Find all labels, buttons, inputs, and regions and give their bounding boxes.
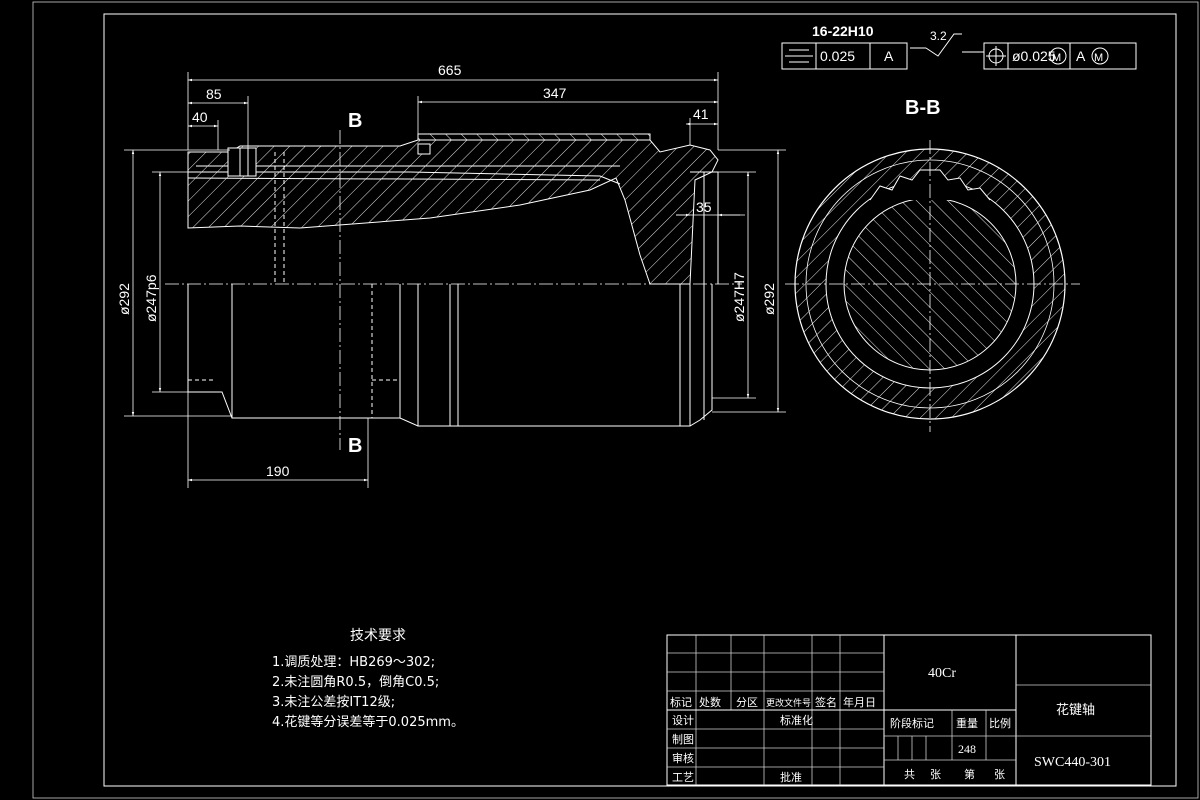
position-modifier: M [1052, 52, 1061, 64]
tb-header-count: 处数 [699, 696, 721, 709]
tb-row-review: 审核 [672, 751, 694, 765]
tb-approval: 批准 [780, 770, 802, 784]
symmetry-datum: A [884, 48, 894, 64]
main-view [165, 130, 742, 450]
dim-length-190: 190 [266, 463, 290, 479]
roughness-value: 3.2 [930, 29, 947, 43]
tb-header-mark: 标记 [670, 695, 692, 709]
tb-sheet-label2: 张 [994, 768, 1005, 781]
tb-sheet-total: 共 [904, 768, 915, 781]
tb-header-change-doc: 更改文件号 [766, 697, 811, 709]
symmetry-value: 0.025 [820, 48, 855, 64]
tb-row-design: 设计 [672, 714, 694, 727]
tb-weight-value: 248 [958, 742, 976, 756]
dimensions: 665 85 40 347 41 35 190 ø292 [116, 62, 786, 488]
tech-req-item-3: 3.未注公差按IT12级; [272, 695, 395, 710]
position-icon [986, 46, 1006, 66]
dim-length-40: 40 [192, 109, 208, 125]
tb-stage-mark: 阶段标记 [890, 716, 934, 730]
tolerance-annotations: 16-22H10 0.025 A 3.2 ø0.025 M A [781, 23, 1137, 70]
tech-req-title: 技术要求 [350, 628, 406, 644]
svg-text:M: M [1094, 52, 1103, 64]
tb-header-signature: 签名 [815, 695, 837, 709]
spline-spec: 16-22H10 [812, 23, 874, 39]
section-view-title: B-B [905, 97, 941, 119]
roughness-icon [910, 33, 984, 57]
tb-scale-label: 比例 [989, 716, 1011, 730]
tb-header-date: 年月日 [843, 695, 876, 709]
tb-standardization: 标准化 [780, 713, 813, 727]
tech-req-item-4: 4.花键等分误差等于0.025mm。 [272, 714, 464, 730]
section-hatch-upper [187, 139, 719, 285]
tb-row-process: 工艺 [672, 771, 694, 784]
section-mark-bottom: B [348, 435, 362, 457]
lower-outline [187, 284, 713, 427]
title-block: 标记 处数 分区 更改文件号 签名 年月日 设计 制图 审核 工艺 标准化 批准… [666, 634, 1152, 786]
tb-part-name: 花键轴 [1056, 702, 1095, 718]
tech-req-item-2: 2.未注圆角R0.5，倒角C0.5; [272, 675, 439, 690]
dim-dia-outer-left: ø292 [116, 283, 132, 315]
tb-material: 40Cr [928, 666, 956, 681]
tb-weight-label: 重量 [956, 716, 978, 730]
section-view-bb [785, 140, 1080, 432]
dim-dia-outer-right: ø292 [761, 283, 777, 315]
dim-length-41: 41 [693, 106, 709, 122]
dim-length-347: 347 [543, 85, 567, 101]
sheet-inner-frame [103, 13, 1177, 787]
tb-row-drawing: 制图 [672, 733, 694, 746]
tb-drawing-number: SWC440-301 [1034, 755, 1111, 770]
tb-sheet-num: 第 [964, 767, 975, 781]
sheet-outer-border [32, 1, 1199, 799]
tb-header-zone: 分区 [736, 696, 758, 709]
technical-requirements: 技术要求 1.调质处理：HB269～302; 2.未注圆角R0.5，倒角C0.5… [272, 628, 464, 730]
section-mark-top: B [348, 110, 362, 132]
dim-length-85: 85 [206, 86, 222, 102]
symmetry-icon [785, 49, 813, 63]
dim-dia-bore: ø247H7 [731, 272, 747, 322]
position-value: ø0.025 [1012, 48, 1056, 64]
tb-sheet-label1: 张 [930, 768, 941, 781]
dim-dia-fit-left: ø247p6 [143, 274, 159, 322]
dim-overall-length: 665 [438, 62, 462, 78]
position-datum: A [1076, 48, 1086, 64]
dim-length-35: 35 [696, 199, 712, 215]
tech-req-item-1: 1.调质处理：HB269～302; [272, 655, 435, 670]
